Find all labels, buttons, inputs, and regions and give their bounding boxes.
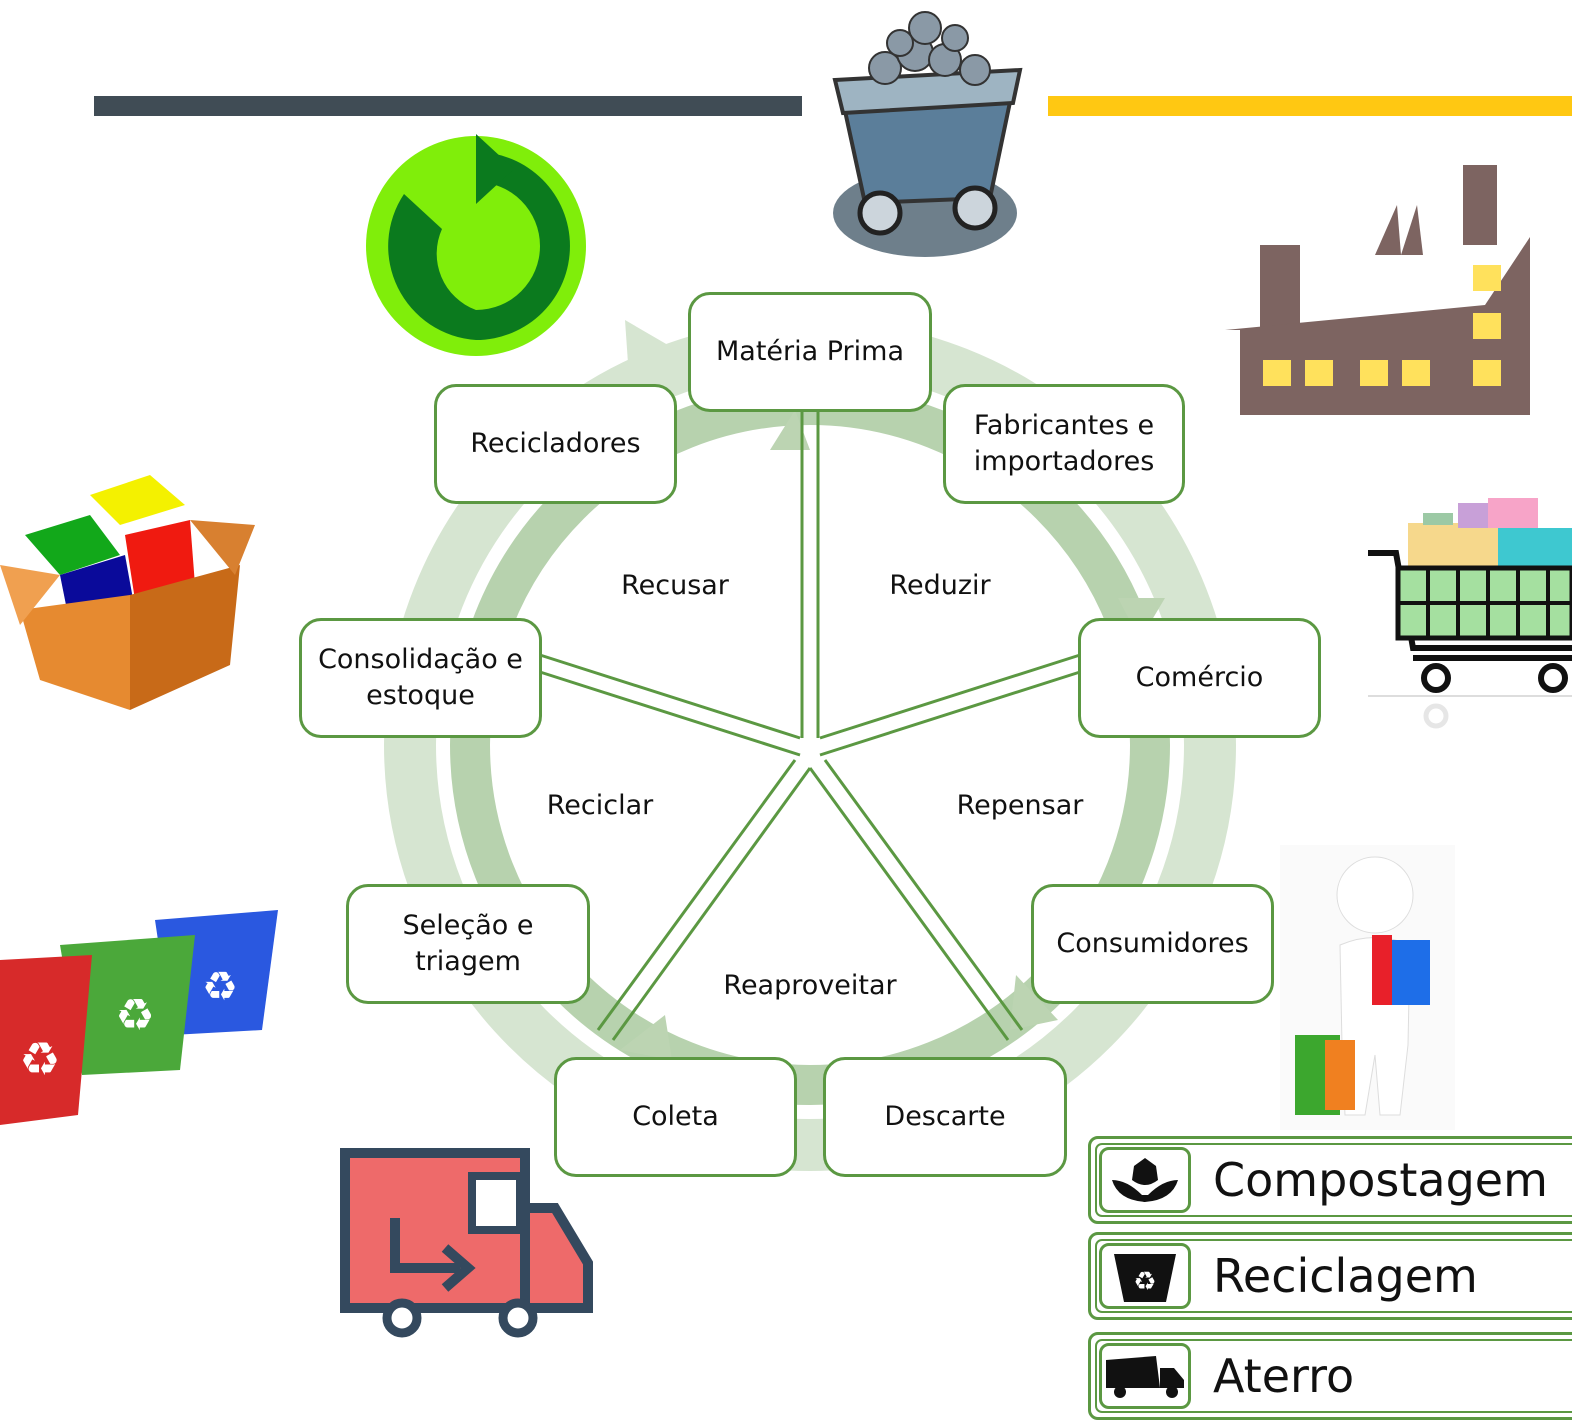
node-coleta: Coleta bbox=[554, 1057, 797, 1177]
dump-truck-icon bbox=[1099, 1343, 1191, 1409]
segment-reaproveitar: Reaproveitar bbox=[723, 970, 897, 1001]
segment-reciclar: Reciclar bbox=[546, 790, 654, 821]
factory-icon bbox=[1225, 165, 1530, 415]
legend-aterro: Aterro bbox=[1088, 1332, 1572, 1420]
header-bar-dark bbox=[94, 96, 802, 116]
node-consumidores: Consumidores bbox=[1031, 884, 1274, 1004]
legend-reciclagem: ♻ Reciclagem bbox=[1088, 1232, 1572, 1320]
node-recicladores: Recicladores bbox=[434, 384, 677, 504]
node-materia-prima: Matéria Prima bbox=[688, 292, 932, 412]
node-descarte: Descarte bbox=[823, 1057, 1067, 1177]
green-dot-recycle-icon bbox=[366, 134, 586, 356]
shopping-cart-icon bbox=[1368, 498, 1572, 729]
mine-cart-icon bbox=[832, 11, 1023, 257]
segment-repensar: Repensar bbox=[956, 790, 1084, 821]
node-comercio: Comércio bbox=[1078, 618, 1321, 738]
node-consolidacao: Consolidação e estoque bbox=[299, 618, 542, 738]
box-icon bbox=[0, 475, 255, 710]
header-bar-yellow bbox=[1048, 96, 1572, 116]
svg-text:♻: ♻ bbox=[1133, 1267, 1156, 1297]
svg-text:♻: ♻ bbox=[202, 964, 238, 1010]
delivery-truck-icon bbox=[340, 1148, 593, 1338]
node-selecao: Seleção e triagem bbox=[346, 884, 590, 1004]
legend-compostagem: Compostagem bbox=[1088, 1136, 1572, 1224]
svg-text:♻: ♻ bbox=[19, 1032, 60, 1086]
segment-recusar: Recusar bbox=[621, 570, 729, 601]
flower-icon bbox=[1099, 1147, 1191, 1213]
recycle-bins-icon: ♻ ♻ ♻ bbox=[0, 910, 278, 1125]
node-fabricantes: Fabricantes e importadores bbox=[943, 384, 1185, 504]
recycle-bin-icon: ♻ bbox=[1099, 1243, 1191, 1309]
segment-reduzir: Reduzir bbox=[889, 570, 991, 601]
shopper-figure-icon bbox=[1280, 845, 1455, 1130]
svg-text:♻: ♻ bbox=[115, 990, 154, 1041]
spoke-lines bbox=[539, 412, 1081, 1041]
